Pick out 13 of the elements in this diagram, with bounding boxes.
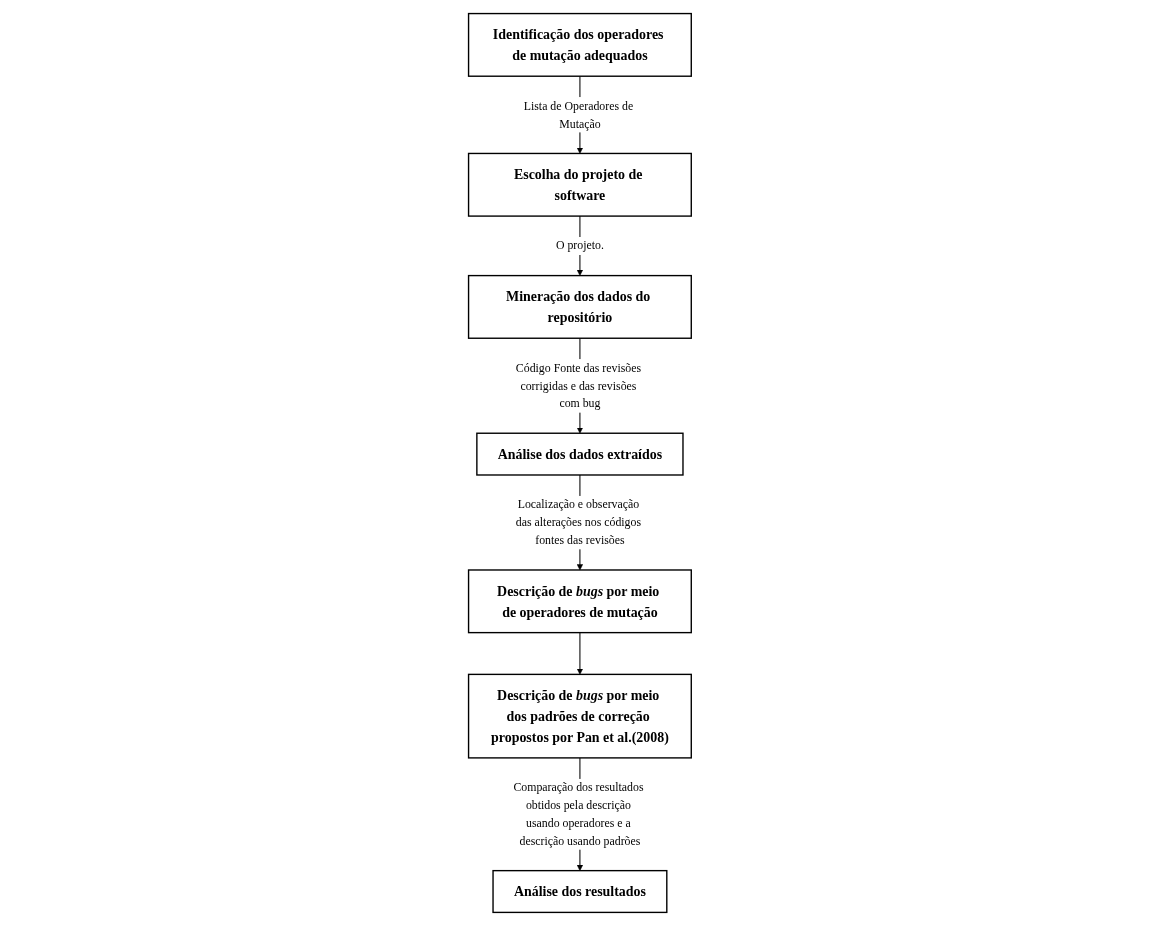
node-box: Análise dos resultados bbox=[492, 869, 668, 914]
node-box: Descrição de bugs por meio de operadores de mutação bbox=[467, 569, 693, 634]
edge-label: O projeto. bbox=[556, 239, 604, 253]
node-box: Descrição de bugs por meio dos padrões de correção propostos por Pan et al.(2008) bbox=[467, 673, 693, 759]
edge-label: Código Fonte das revisões corrigidas e das revisões com bug bbox=[515, 361, 642, 410]
node-box: Análise dos dados extraídos bbox=[476, 432, 684, 476]
edge-label: Comparação dos resultados obtidos pela descrição usando operadores e a descrição usando padrões bbox=[513, 780, 644, 848]
node-box: Identificação dos operadores de mutação adequados bbox=[467, 12, 693, 77]
edge-label: Lista de Operadores de Mutação bbox=[523, 99, 634, 131]
node-box: Escolha do projeto de software bbox=[467, 152, 693, 217]
node-box: Mineração dos dados do repositório bbox=[467, 274, 693, 339]
edge-label: Localização e observação das alterações nos códigos fontes das revisões bbox=[515, 497, 642, 547]
arrow bbox=[576, 632, 584, 675]
